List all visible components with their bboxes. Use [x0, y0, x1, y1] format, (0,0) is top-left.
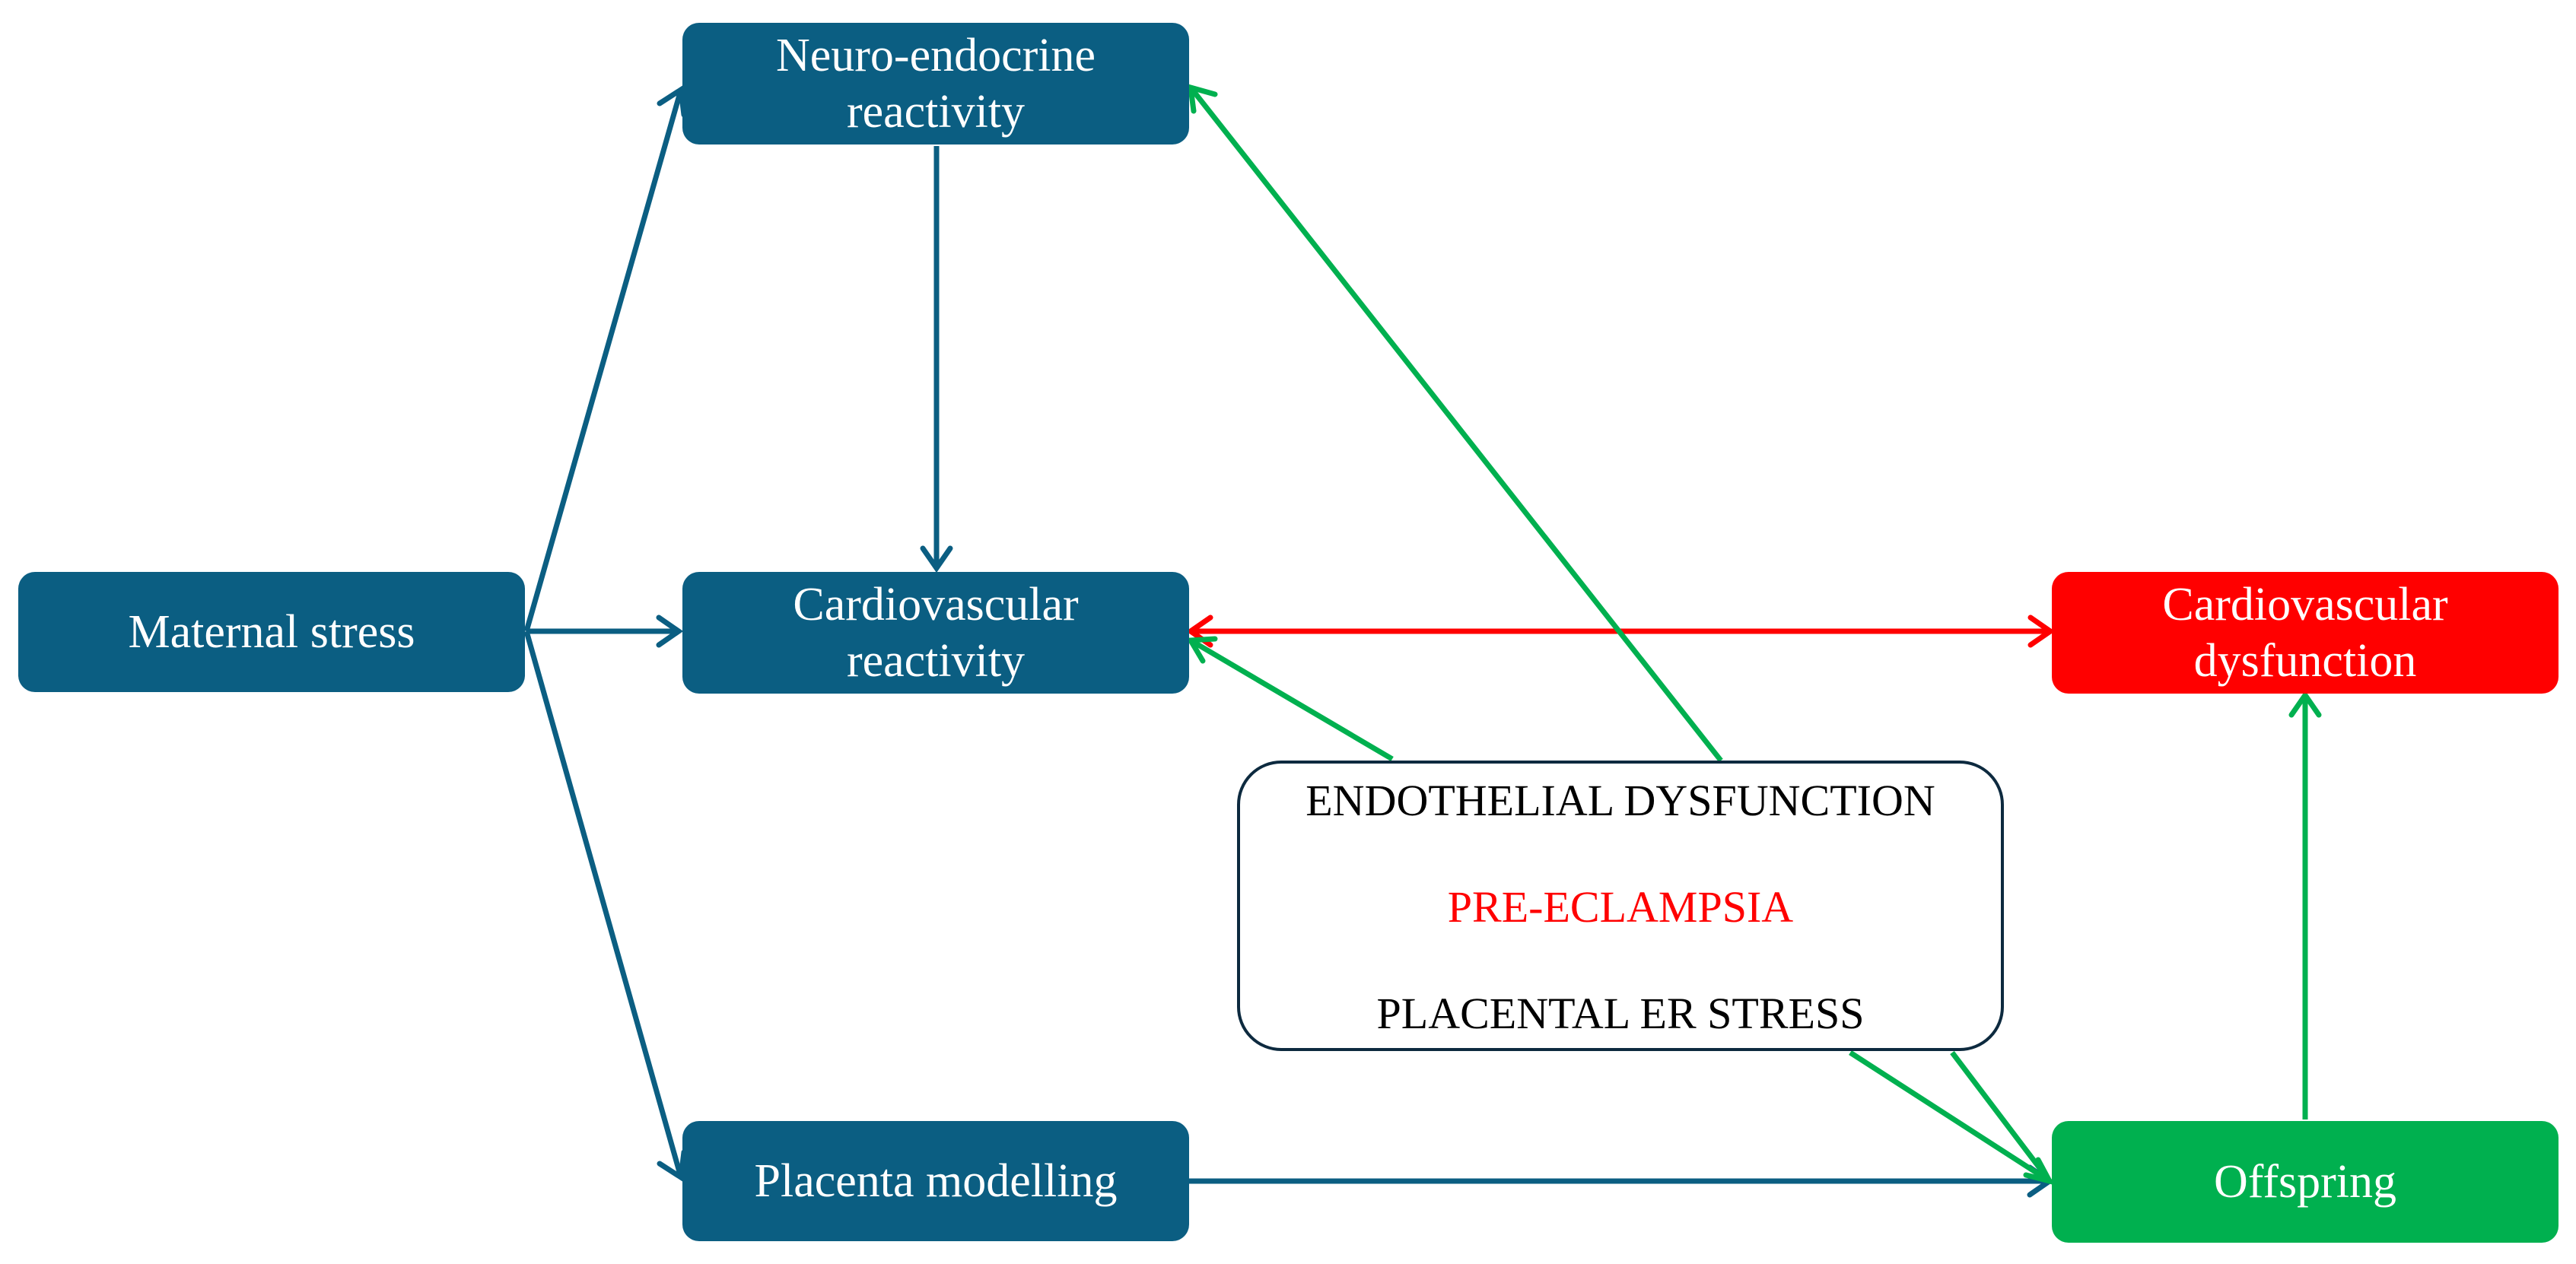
arrow-box-to-offspring-1 [1849, 1050, 2051, 1183]
cardiovascular-reactivity-node: Cardiovascular reactivity [682, 572, 1189, 694]
placental-er-stress-text: PLACENTAL ER STRESS [1376, 989, 1865, 1038]
pre-eclampsia-text: PRE-ECLAMPSIA [1447, 882, 1794, 932]
placenta-modelling-node: Placenta modelling [682, 1121, 1189, 1241]
arrow-maternal-to-placenta-head [657, 1149, 687, 1182]
neuro-endocrine-label: Neuro-endocrine reactivity [775, 29, 1096, 138]
cardiovascular-dysfunction-label: Cardiovascular dysfunction [2162, 578, 2448, 687]
arrow-neuro-to-cardio-head [920, 545, 953, 573]
arrow-maternal-to-cardio-head [656, 615, 684, 648]
endothelial-dysfunction-text: ENDOTHELIAL DYSFUNCTION [1305, 776, 1935, 825]
arrow-offspring-to-dysfunction-head [2288, 690, 2322, 718]
arrow-box-to-cardio-reactivity [1189, 637, 1394, 762]
arrow-maternal-to-neuro [523, 89, 684, 632]
maternal-stress-node: Maternal stress [18, 572, 525, 692]
arrow-box-to-cardio-reactivity-head [1186, 636, 1218, 664]
arrow-red-right-head [2027, 615, 2056, 648]
arrow-box-to-offspring-2 [1950, 1050, 2052, 1183]
arrow-maternal-to-placenta [523, 630, 684, 1178]
arrow-offspring-to-neuro-head [1187, 84, 1218, 114]
arrow-box-to-offspring-head [2023, 1157, 2055, 1186]
mediating-factors-box: ENDOTHELIAL DYSFUNCTION PRE-ECLAMPSIA PL… [1237, 761, 2004, 1051]
offspring-label: Offspring [2214, 1155, 2396, 1208]
neuro-endocrine-node: Neuro-endocrine reactivity [682, 23, 1189, 145]
arrow-maternal-to-neuro-head [657, 85, 687, 118]
maternal-stress-label: Maternal stress [128, 605, 415, 658]
offspring-node: Offspring [2052, 1121, 2559, 1243]
placenta-modelling-label: Placenta modelling [754, 1154, 1118, 1207]
cardiovascular-dysfunction-node: Cardiovascular dysfunction [2052, 572, 2559, 694]
arrow-offspring-to-neuro [1188, 85, 1723, 763]
cardiovascular-reactivity-label: Cardiovascular reactivity [793, 578, 1079, 687]
